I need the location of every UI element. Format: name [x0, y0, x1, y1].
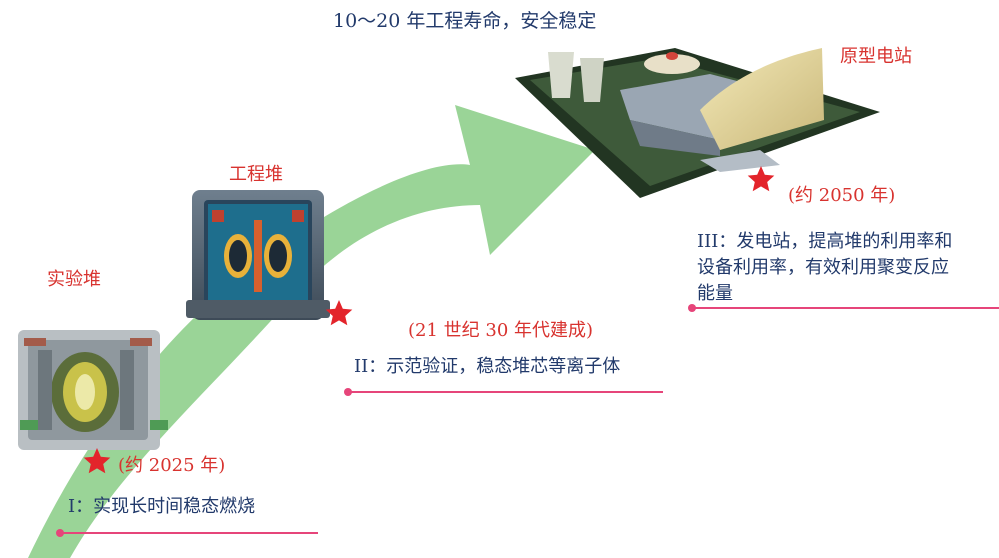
stage-3-name: 原型电站	[840, 46, 912, 67]
star-marker-icon	[747, 166, 775, 192]
timeline-line	[688, 304, 999, 312]
stage-1-date: (约 2025 年)	[118, 455, 226, 476]
star-marker-icon	[325, 300, 353, 326]
stage-2-description: II：示范验证，稳态堆芯等离子体	[354, 356, 621, 377]
timeline-line	[56, 529, 318, 537]
prototype-power-plant-image	[515, 48, 880, 198]
stage-2-name: 工程堆	[229, 164, 283, 185]
stage-3-description-line: III：发电站，提高堆的利用率和	[697, 231, 953, 252]
stage-1-name: 实验堆	[47, 269, 101, 290]
experimental-reactor-image	[18, 330, 168, 450]
diagram-title: 10～20 年工程寿命，安全稳定	[333, 10, 597, 32]
engineering-reactor-image	[186, 190, 330, 320]
star-marker-icon	[83, 448, 111, 474]
timeline-line	[344, 388, 663, 396]
stage-3-description-line: 设备利用率，有效利用聚变反应	[697, 257, 949, 278]
progress-arrow	[28, 105, 595, 558]
stage-2-date: (21 世纪 30 年代建成)	[408, 320, 594, 341]
stage-1-description: I：实现长时间稳态燃烧	[68, 496, 256, 517]
stage-3-description: III：发电站，提高堆的利用率和 设备利用率，有效利用聚变反应 能量	[697, 229, 987, 307]
stage-3-date: (约 2050 年)	[788, 185, 896, 206]
stage-3-description-line: 能量	[697, 283, 733, 304]
